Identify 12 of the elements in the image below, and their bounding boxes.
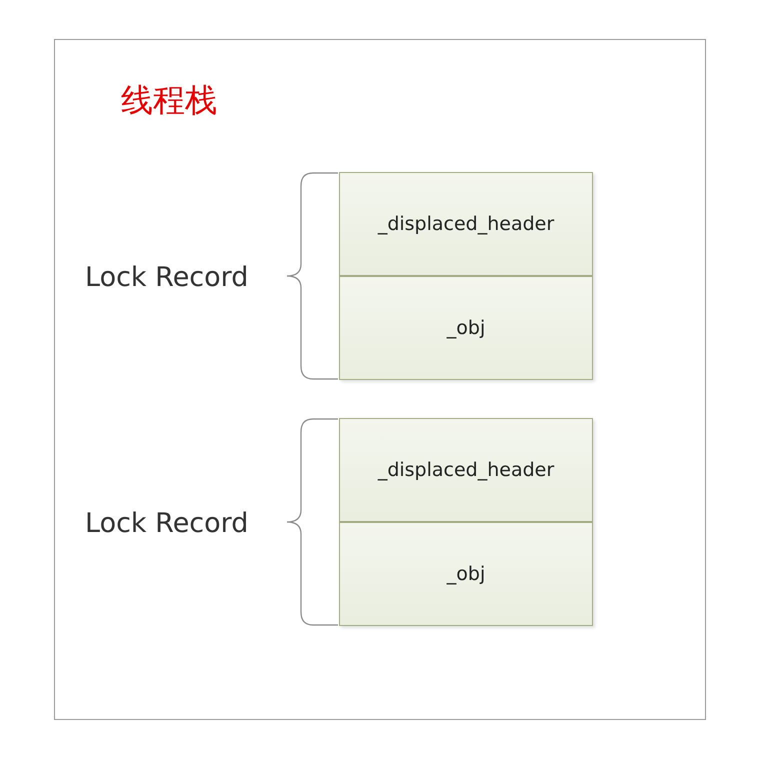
field-name: _displaced_header: [378, 212, 554, 237]
field-name: _obj: [446, 562, 486, 587]
field-cell: [339, 276, 593, 380]
record-label: Lock Record: [85, 507, 248, 541]
record-label: Lock Record: [85, 261, 248, 295]
field-cell: [339, 418, 593, 522]
field-name: _obj: [446, 316, 486, 341]
field-cell: [339, 522, 593, 626]
title: 线程栈: [121, 80, 217, 120]
frame: [54, 39, 706, 720]
field-cell: [339, 172, 593, 276]
field-name: _displaced_header: [378, 458, 554, 483]
